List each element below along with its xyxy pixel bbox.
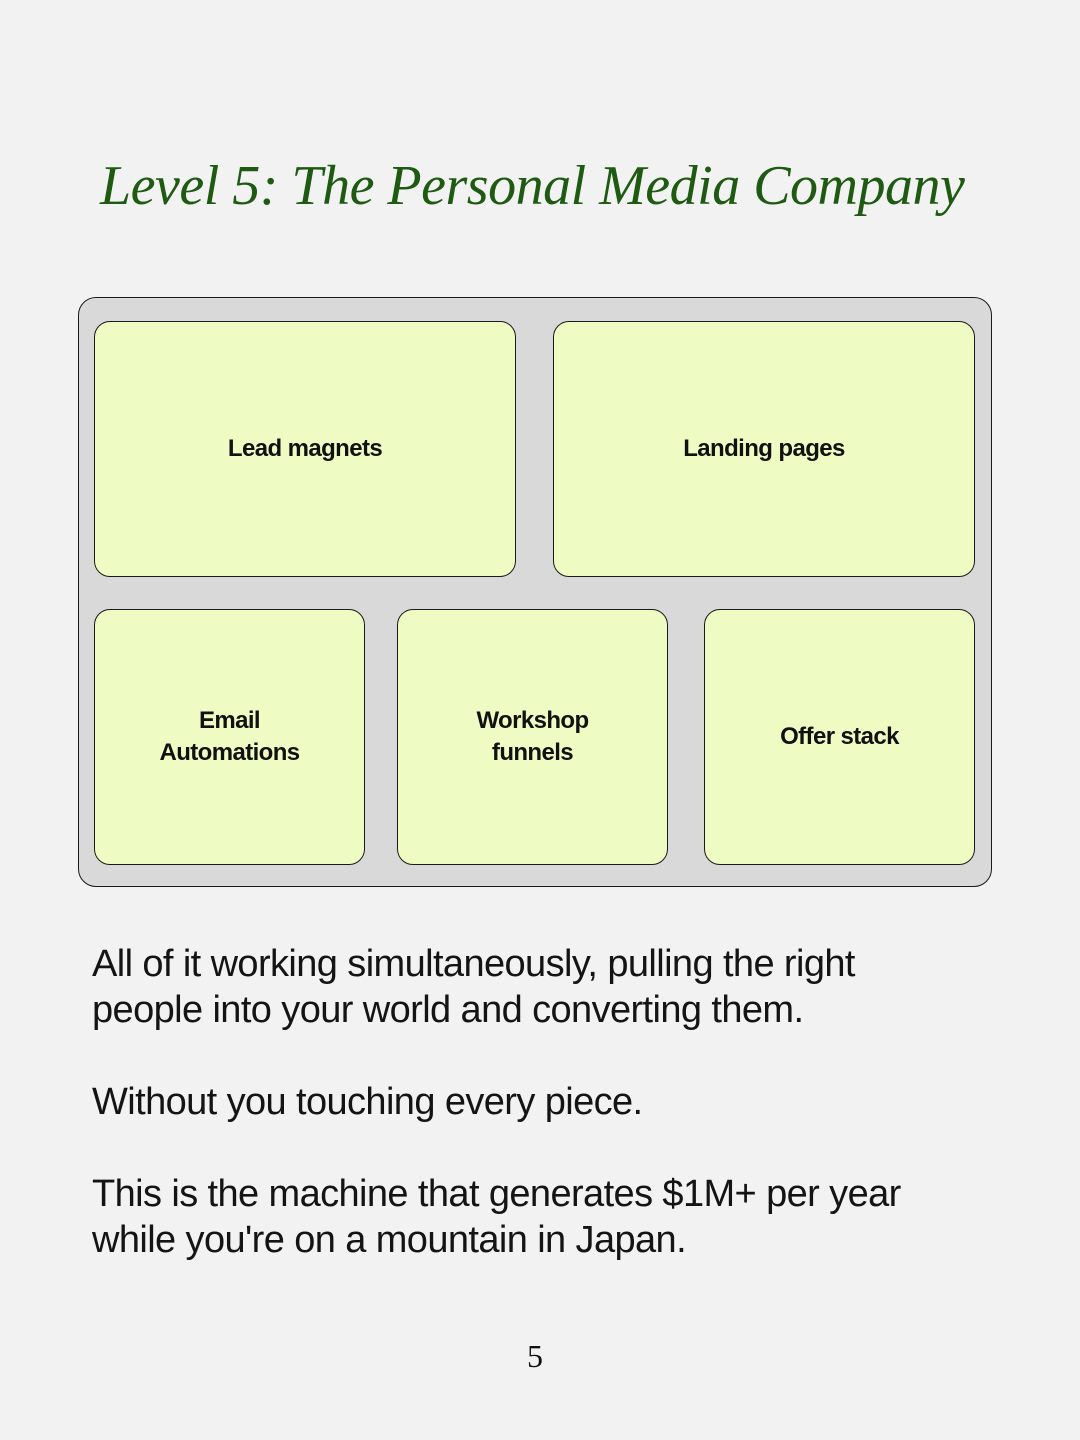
- body-paragraph-1: All of it working simultaneously, pullin…: [92, 943, 855, 1031]
- page-title: Level 5: The Personal Media Company: [100, 155, 965, 217]
- card-offer-stack: Offer stack: [704, 609, 975, 865]
- card-email-automations: Email Automations: [94, 609, 365, 865]
- body-paragraph-3: This is the machine that generates $1M+ …: [92, 1173, 901, 1261]
- page-number: 5: [527, 1338, 543, 1374]
- body-paragraph-2: Without you touching every piece.: [92, 1081, 643, 1123]
- card-email-automations-label: Email Automations: [159, 707, 300, 766]
- card-workshop-funnels: Workshop funnels: [397, 609, 668, 865]
- card-landing-pages: Landing pages: [553, 321, 975, 577]
- card-lead-magnets: Lead magnets: [94, 321, 516, 577]
- card-lead-magnets-label: Lead magnets: [227, 435, 383, 462]
- card-offer-stack-label: Offer stack: [780, 723, 899, 750]
- card-workshop-funnels-label: Workshop funnels: [476, 707, 589, 766]
- card-landing-pages-label: Landing pages: [683, 435, 845, 462]
